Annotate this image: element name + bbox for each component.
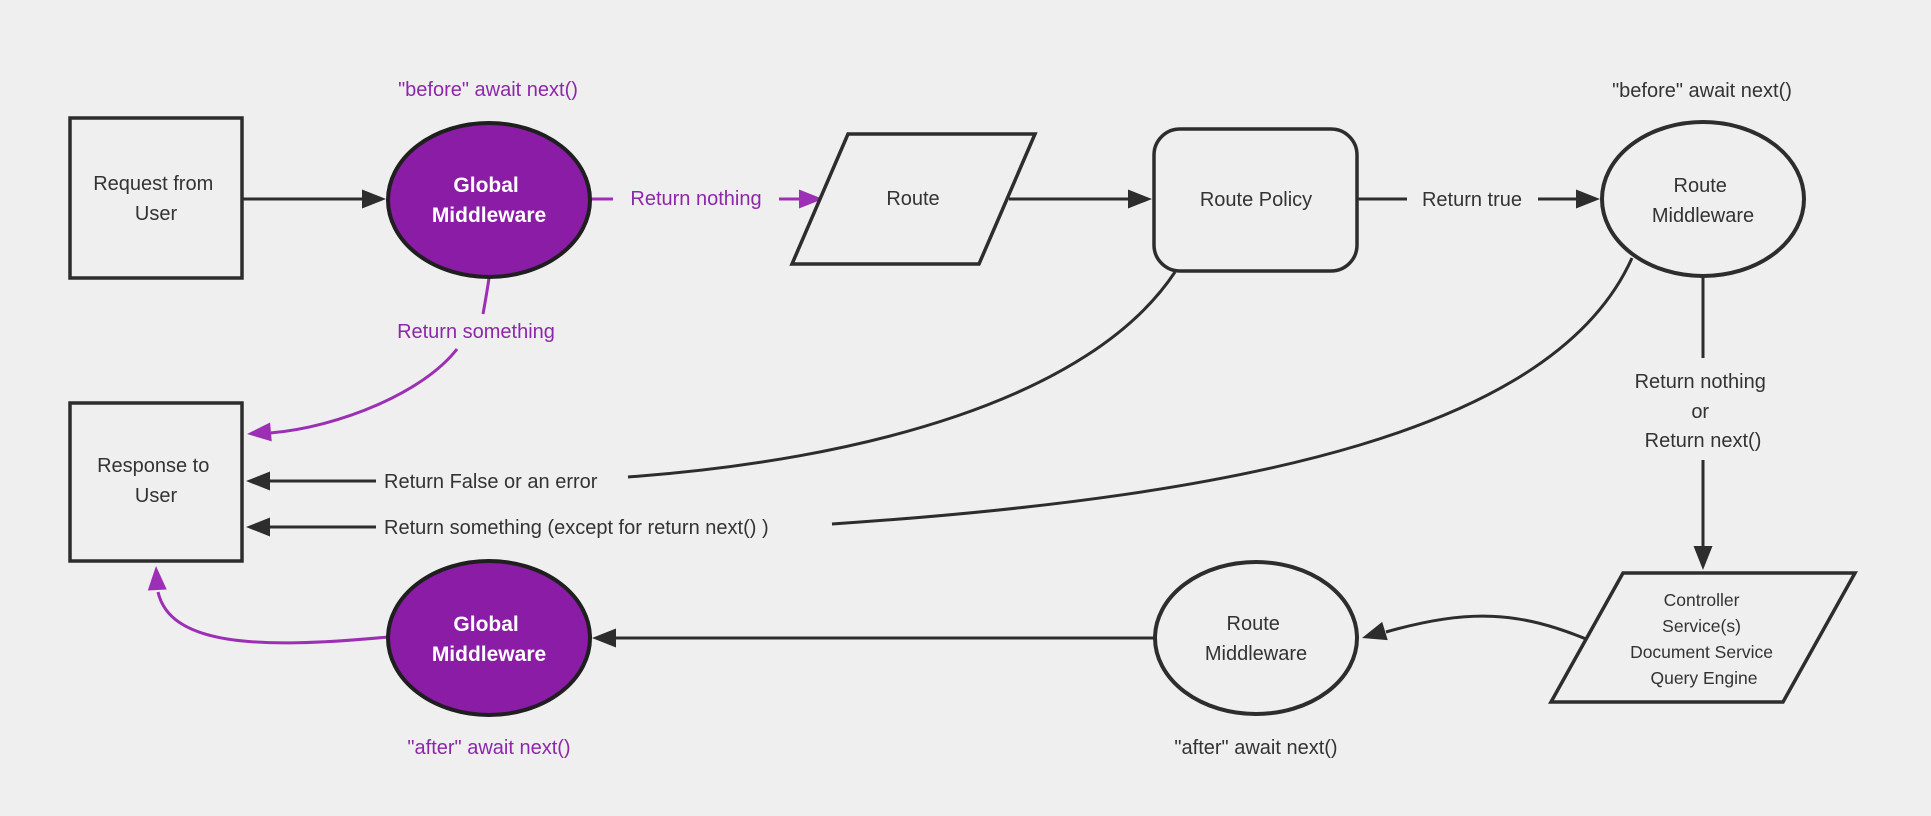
node-controller-label: Controller Service(s) Document Service Q… bbox=[1630, 590, 1778, 688]
node-route bbox=[789, 132, 1038, 266]
node-route-middleware-after bbox=[1153, 560, 1359, 716]
arrowhead-left-icon bbox=[592, 628, 616, 648]
label-return-false-or-error: Return False or an error bbox=[384, 471, 598, 493]
node-route-middleware-before-label: Route Middleware bbox=[1652, 175, 1754, 227]
label-after-await-next-right: "after" await next() bbox=[1174, 737, 1337, 759]
node-request-label: Request from User bbox=[93, 173, 219, 225]
label-return-true: Return true bbox=[1422, 189, 1522, 211]
label-return-nothing: Return nothing bbox=[630, 188, 761, 210]
node-route-policy bbox=[1152, 127, 1359, 273]
label-after-await-next-left: "after" await next() bbox=[407, 737, 570, 759]
edge-controller-to-route-middleware-after bbox=[1362, 614, 1587, 641]
edge-global-middleware-to-route bbox=[591, 189, 823, 209]
arrowhead-left-icon bbox=[247, 422, 272, 442]
label-before-await-next-left: "before" await next() bbox=[398, 79, 578, 101]
node-global-middleware-before-label: Global Middleware bbox=[432, 174, 546, 227]
edge-route-middleware-to-controller bbox=[1693, 277, 1713, 570]
label-return-something-except: Return something (except for return next… bbox=[384, 517, 769, 539]
node-route-policy-label: Route Policy bbox=[1200, 189, 1312, 211]
arrowhead-left-icon bbox=[1362, 621, 1388, 641]
arrowhead-left-icon bbox=[246, 471, 270, 491]
arrowhead-right-icon bbox=[362, 189, 386, 209]
label-return-nothing-or-next: Return nothing or Return next() bbox=[1635, 371, 1772, 452]
node-global-middleware-after bbox=[386, 559, 592, 717]
edge-route-middleware-after-to-global-middleware-after bbox=[592, 628, 1155, 648]
node-response-to-user bbox=[68, 401, 244, 563]
arrowhead-right-icon bbox=[1576, 189, 1600, 209]
edge-route-policy-to-route-middleware bbox=[1358, 189, 1600, 209]
label-return-something: Return something bbox=[397, 321, 555, 343]
node-controller-services bbox=[1548, 571, 1858, 704]
node-route-label: Route bbox=[886, 188, 939, 210]
node-global-middleware-before bbox=[386, 121, 592, 279]
node-request-from-user bbox=[68, 116, 244, 280]
arrowhead-up-icon bbox=[147, 566, 167, 591]
node-route-middleware-before bbox=[1600, 120, 1806, 278]
edge-route-to-route-policy bbox=[1009, 189, 1152, 209]
edge-global-middleware-to-response-return-something bbox=[247, 277, 491, 442]
arrowhead-down-icon bbox=[1693, 546, 1713, 570]
arrowhead-left-icon bbox=[246, 517, 270, 537]
arrowhead-right-icon bbox=[799, 189, 823, 209]
label-before-await-next-right: "before" await next() bbox=[1612, 80, 1792, 102]
node-global-middleware-after-label: Global Middleware bbox=[432, 613, 546, 666]
edge-route-policy-to-response-return-false bbox=[246, 271, 1177, 491]
edge-global-middleware-after-to-response bbox=[147, 566, 389, 645]
arrowhead-right-icon bbox=[1128, 189, 1152, 209]
node-route-middleware-after-label: Route Middleware bbox=[1205, 613, 1307, 665]
edge-route-middleware-to-response-return-something-except bbox=[246, 257, 1634, 537]
edge-request-to-global-middleware bbox=[242, 189, 386, 209]
node-response-label: Response to User bbox=[97, 455, 215, 507]
